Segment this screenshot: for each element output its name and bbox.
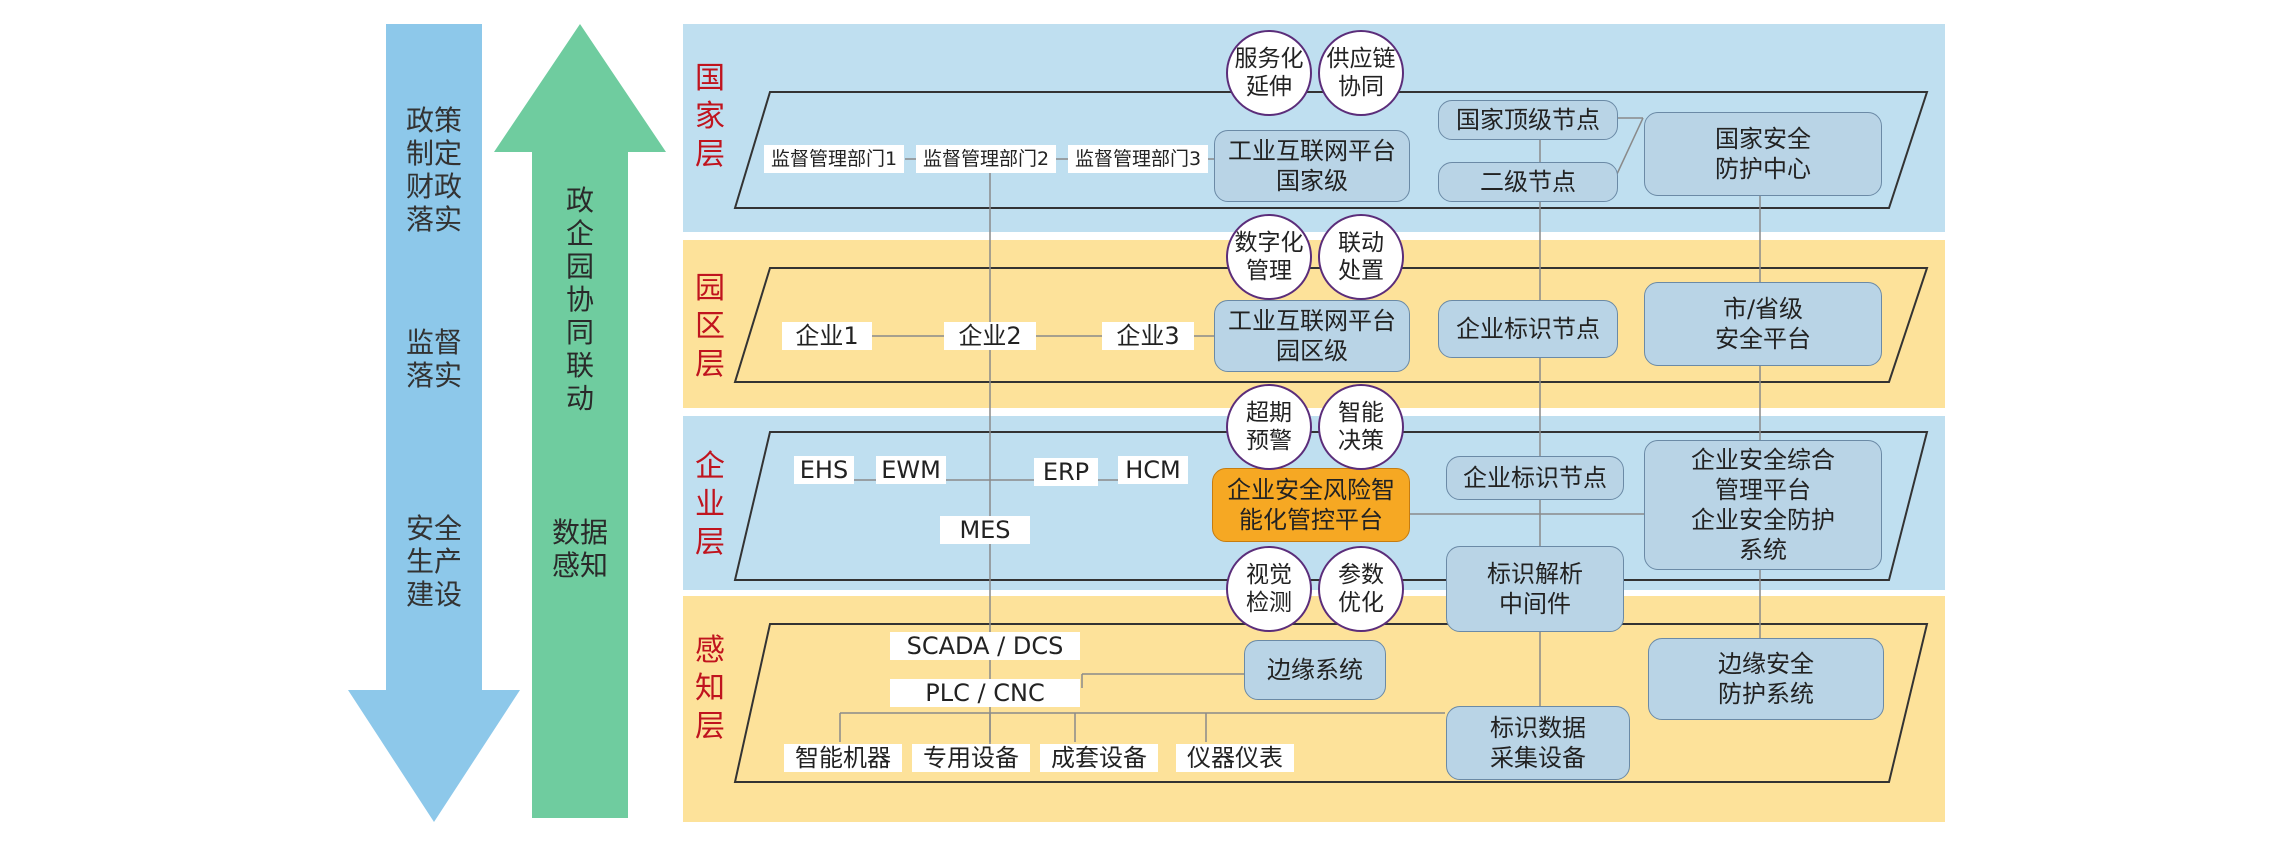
right-arrow-label-perception: 数据 感知 [551,516,608,582]
system-ewm: EWM [876,456,946,484]
right-up-arrow [494,24,666,818]
enterprise-security-platform: 企业安全综合 管理平台 企业安全防护 系统 [1644,440,1882,570]
dept-2: 监督管理部门2 [916,145,1056,173]
left-arrow-label-policy: 政策 制定 财政 落实 [405,104,462,236]
right-arrow-label-coordination: 政 企 园 协 同 联 动 [565,184,594,415]
plc-cnc: PLC / CNC [890,679,1080,707]
id-resolution-middleware: 标识解析 中间件 [1446,546,1624,632]
left-arrow-label-supervision: 监督 落实 [405,326,462,392]
device-instrument: 仪器仪表 [1176,744,1294,772]
device-smart-machine: 智能机器 [784,744,902,772]
dept-3: 监督管理部门3 [1068,145,1208,173]
circle-digital-management: 数字化 管理 [1226,214,1312,300]
dept-1: 监督管理部门1 [764,145,904,173]
circle-parameter-optimization: 参数 优化 [1318,546,1404,632]
enterprise-1: 企业1 [782,322,872,350]
circle-service-extension: 服务化 延伸 [1226,30,1312,116]
enterprise-2: 企业2 [944,322,1036,350]
device-complete-equipment: 成套设备 [1040,744,1158,772]
system-mes: MES [940,516,1030,544]
left-arrow-label-safety: 安全 生产 建设 [405,512,462,611]
device-special-equipment: 专用设备 [912,744,1030,772]
enterprise-3: 企业3 [1102,322,1194,350]
edge-security-system: 边缘安全 防护系统 [1648,638,1884,720]
frame-national [733,91,1929,209]
node-enterprise-id-park: 企业标识节点 [1438,300,1618,358]
system-hcm: HCM [1118,456,1188,484]
circle-visual-detection: 视觉 检测 [1226,546,1312,632]
edge-system: 边缘系统 [1244,640,1386,700]
layer-label-national: 国 家 层 [695,61,725,172]
circle-intelligent-decision: 智能 决策 [1318,384,1404,470]
layer-label-enterprise: 企 业 层 [695,449,725,560]
circle-overdue-warning: 超期 预警 [1226,384,1312,470]
enterprise-risk-control-platform: 企业安全风险智 能化管控平台 [1212,468,1410,542]
city-provincial-security-platform: 市/省级 安全平台 [1644,282,1882,366]
id-data-collection-device: 标识数据 采集设备 [1446,706,1630,780]
frame-park [733,267,1929,383]
platform-park: 工业互联网平台 园区级 [1214,300,1410,372]
system-erp: ERP [1034,458,1098,486]
node-secondary: 二级节点 [1438,162,1618,202]
system-ehs: EHS [794,456,854,484]
layer-label-park: 园 区 层 [695,271,725,382]
scada-dcs: SCADA / DCS [890,632,1080,660]
circle-linkage-handling: 联动 处置 [1318,214,1404,300]
platform-national: 工业互联网平台 国家级 [1214,130,1410,202]
left-down-arrow [348,24,520,822]
circle-supply-chain: 供应链 协同 [1318,30,1404,116]
frame-enterprise [733,431,1929,581]
national-security-center: 国家安全 防护中心 [1644,112,1882,196]
layer-label-perception: 感 知 层 [695,633,725,744]
node-national-top: 国家顶级节点 [1438,100,1618,140]
node-enterprise-id-enterprise: 企业标识节点 [1446,456,1624,500]
